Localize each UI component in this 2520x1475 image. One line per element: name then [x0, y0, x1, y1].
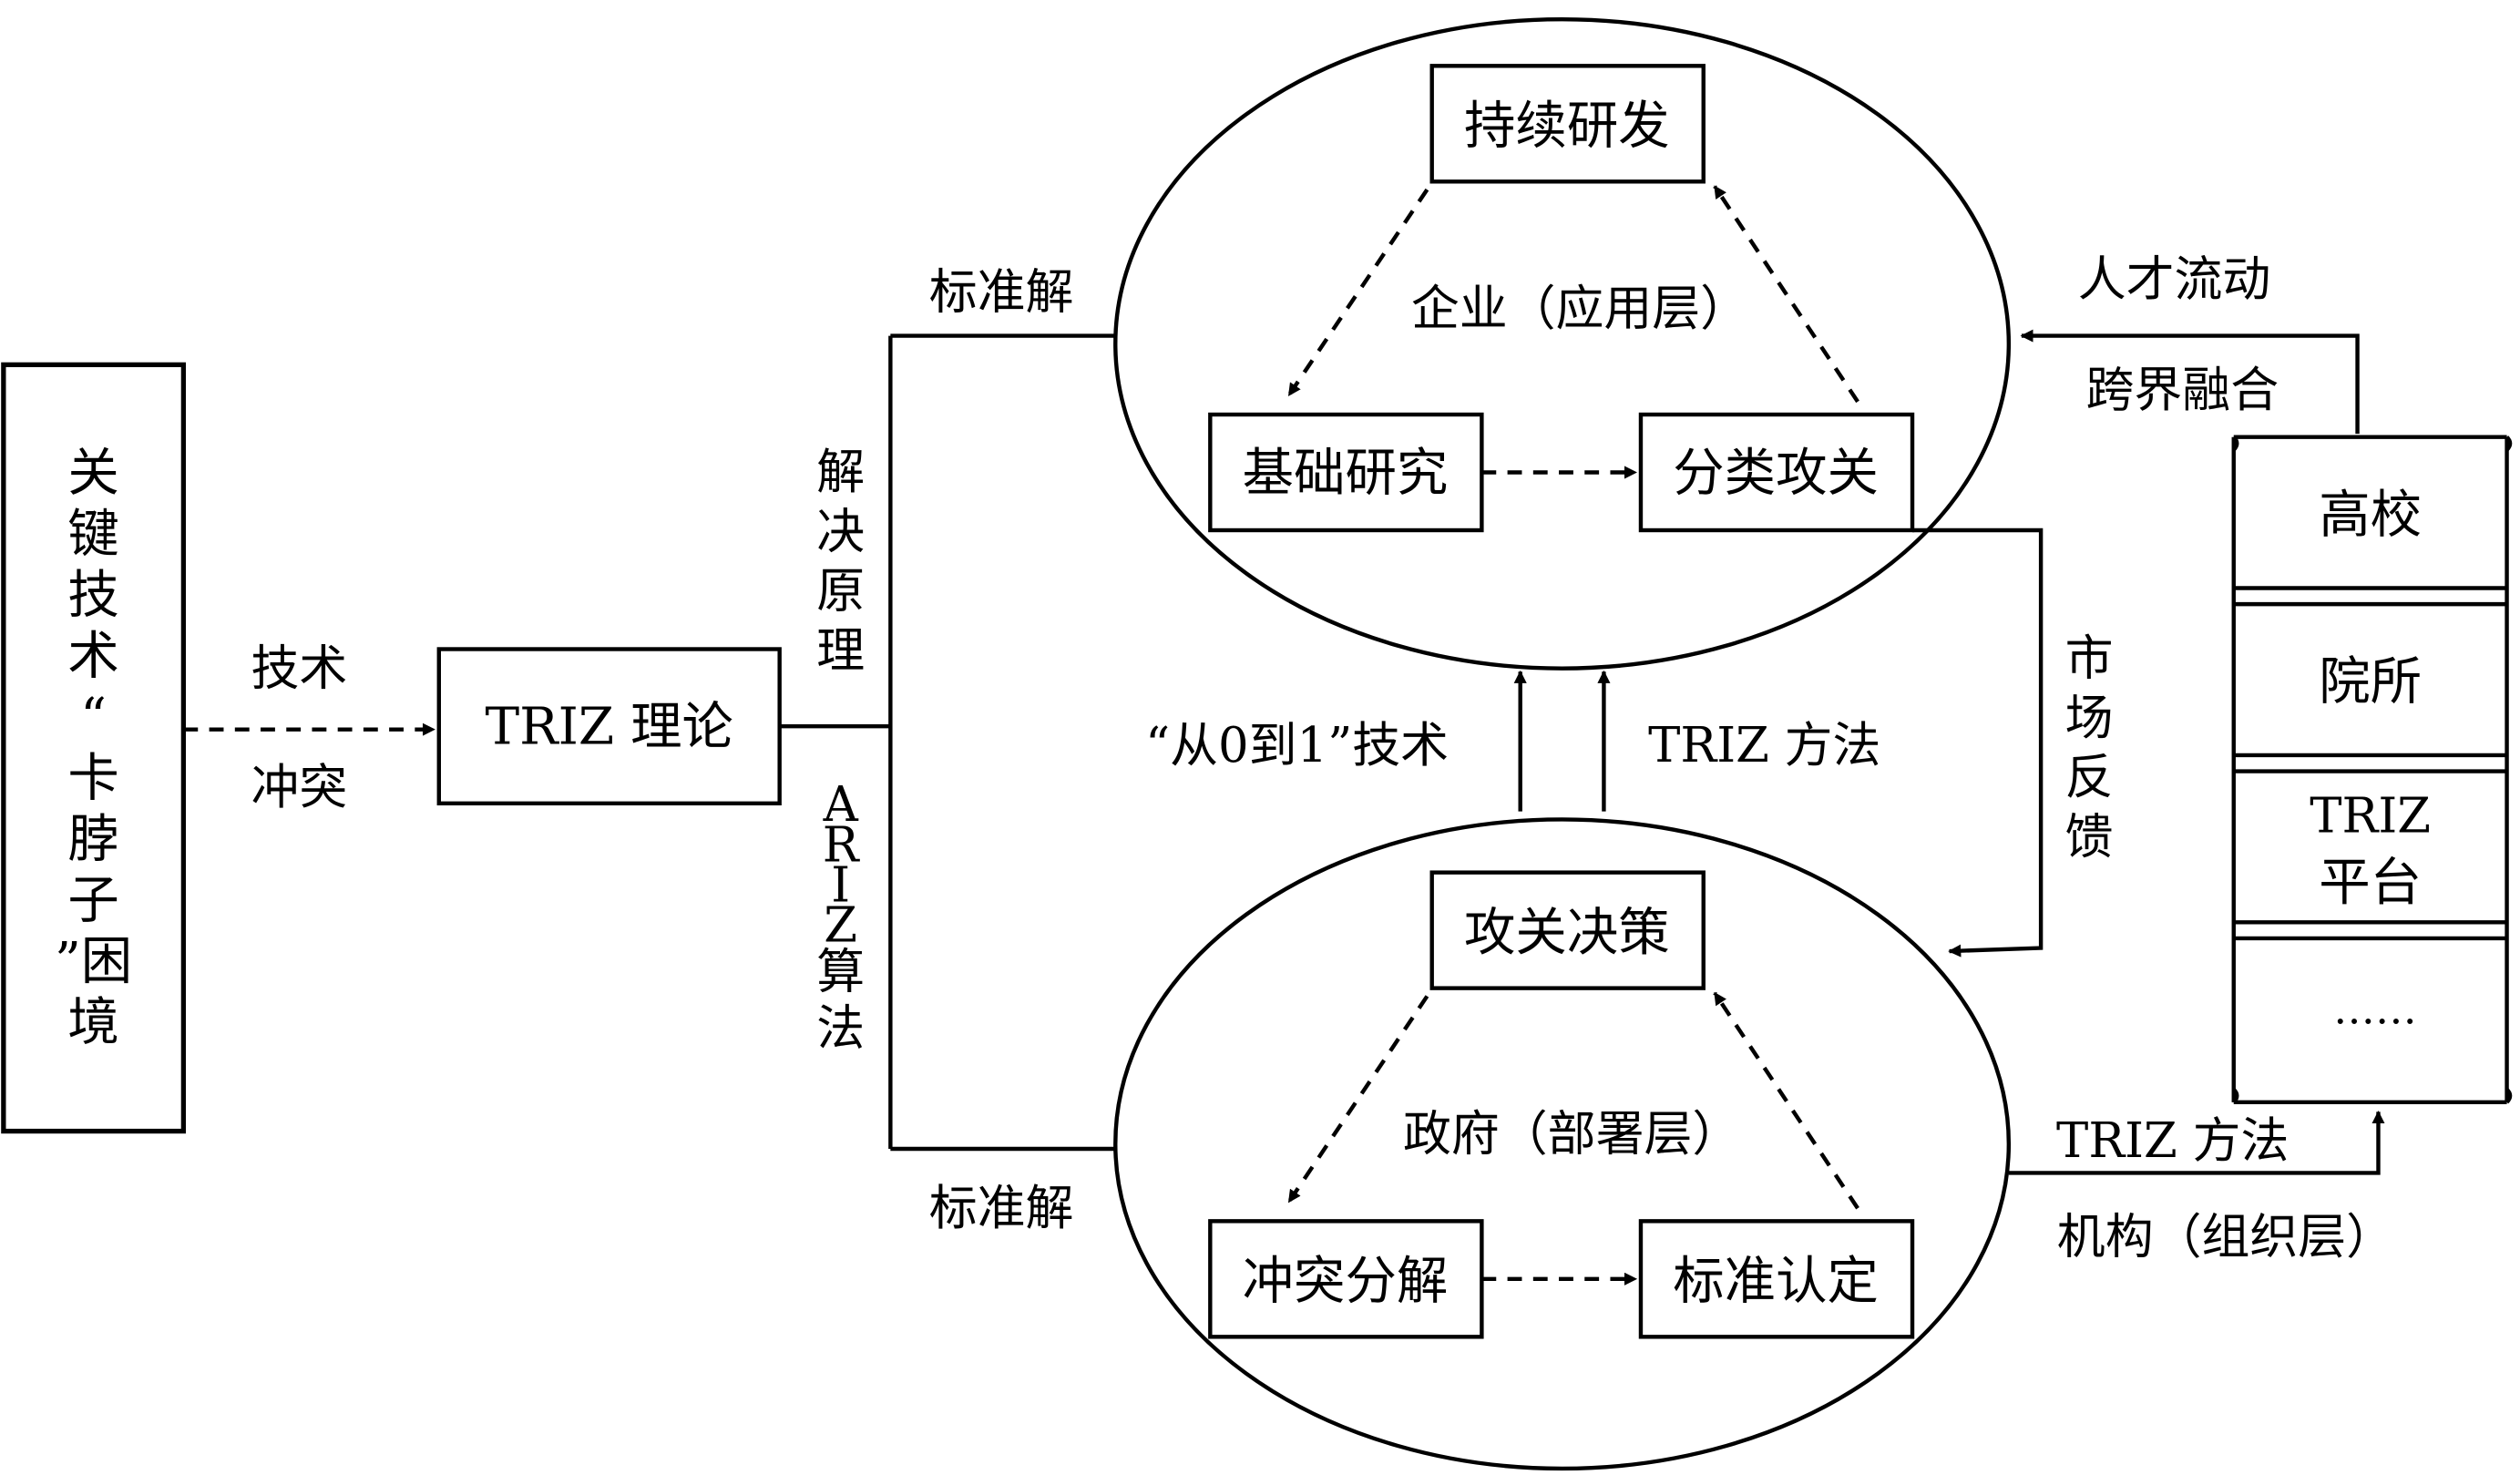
government-left-label: 冲突分解 [1243, 1252, 1449, 1311]
vertical-char: R [823, 817, 861, 873]
vertical-char: 理 [816, 623, 865, 679]
vertical-char: 法 [816, 1000, 865, 1056]
enterprise-right-box [1638, 412, 1915, 533]
bottleneck-char: 术 [67, 627, 118, 686]
vertical-char: 解 [816, 445, 865, 500]
government-arrow-right-to-top [1713, 991, 1859, 1210]
institutions-stack [2231, 435, 2513, 1105]
enterprise-arrow-right-to-top [1713, 185, 1859, 404]
bottleneck-text: 关 键 技 术 “ 卡 脖 子 ”困 境 [55, 444, 132, 1052]
bottleneck-char: 境 [67, 993, 118, 1052]
standard-solution-bottom-label: 标准解 [929, 1181, 1074, 1236]
triz-method-org-arrow [2008, 1111, 2385, 1175]
vertical-char: 市 [2065, 631, 2114, 687]
government-left-box [1208, 1219, 1484, 1339]
conflict-label-top: 技术 [251, 640, 347, 696]
vertical-char: 反 [2065, 750, 2114, 805]
bottleneck-char: 关 [67, 444, 118, 503]
bottleneck-char: “ [80, 688, 107, 747]
triz-platform-label-line1: TRIZ [2310, 789, 2431, 845]
enterprise-right-label: 分类攻关 [1673, 444, 1879, 503]
vertical-char: 馈 [2065, 809, 2114, 865]
solution-principle-label: 解 决 原 理 [816, 445, 865, 679]
market-feedback-label: 市 场 反 馈 [2065, 631, 2114, 866]
enterprise-ellipse [1113, 16, 2012, 671]
vertical-char: 决 [816, 504, 865, 559]
enterprise-top-box [1429, 64, 1706, 184]
enterprise-top-label: 持续研发 [1464, 97, 1670, 156]
bottleneck-char: 脖 [67, 810, 118, 869]
government-top-box [1429, 870, 1706, 990]
triz-method-middle-label: TRIZ 方法 [1648, 718, 1880, 773]
government-right-label: 标准认定 [1673, 1252, 1879, 1311]
government-top-label: 攻关决策 [1464, 903, 1670, 962]
vertical-char: A [823, 777, 859, 833]
bottleneck-char: 键 [67, 505, 118, 564]
enterprise-layer-label: 企业（应用层） [1411, 281, 1748, 336]
zero-to-one-label: “从0到1”技术 [1145, 718, 1449, 773]
government-ellipse [1113, 817, 2012, 1471]
talent-flow-label: 人才流动 [2078, 252, 2271, 308]
enterprise-left-label: 基础研究 [1243, 444, 1449, 503]
branch-connector [779, 333, 1114, 1152]
government-right-box [1638, 1219, 1915, 1339]
standard-solution-top-label: 标准解 [929, 265, 1074, 321]
enterprise-arrow-top-to-left [1286, 188, 1429, 397]
cross-border-label: 跨界融合 [2086, 363, 2279, 418]
bottleneck-box [1, 362, 187, 1134]
vertical-char: Z [824, 897, 857, 953]
vertical-char: 原 [816, 564, 865, 620]
vertical-char: 场 [2065, 691, 2114, 746]
market-feedback-arrow [1912, 528, 2044, 958]
more-institutions-ellipsis: …… [2333, 984, 2417, 1033]
triz-platform-label-line2: 平台 [2319, 854, 2422, 913]
triz-theory-label: TRIZ 理论 [486, 698, 733, 757]
university-label: 高校 [2319, 486, 2422, 545]
vertical-char: 算 [816, 945, 865, 1000]
conflict-label-bottom: 冲突 [251, 760, 347, 815]
bottleneck-char: 卡 [67, 749, 118, 808]
government-arrow-top-to-left [1286, 995, 1429, 1204]
institute-label: 院所 [2319, 652, 2422, 712]
ariz-algorithm-label: A R I Z 算 法 [816, 777, 865, 1056]
organization-layer-label: 机构（组织层） [2057, 1210, 2394, 1265]
government-layer-label: 政府（部署层） [1403, 1107, 1740, 1163]
triz-method-org-label: TRIZ 方法 [2056, 1113, 2289, 1169]
bottleneck-char: 技 [67, 566, 118, 625]
enterprise-left-box [1208, 412, 1484, 533]
talent-flow-arrow [2020, 329, 2360, 435]
vertical-char: I [831, 857, 850, 913]
bottleneck-char: 子 [67, 871, 118, 930]
bottleneck-char: ”困 [55, 932, 132, 991]
